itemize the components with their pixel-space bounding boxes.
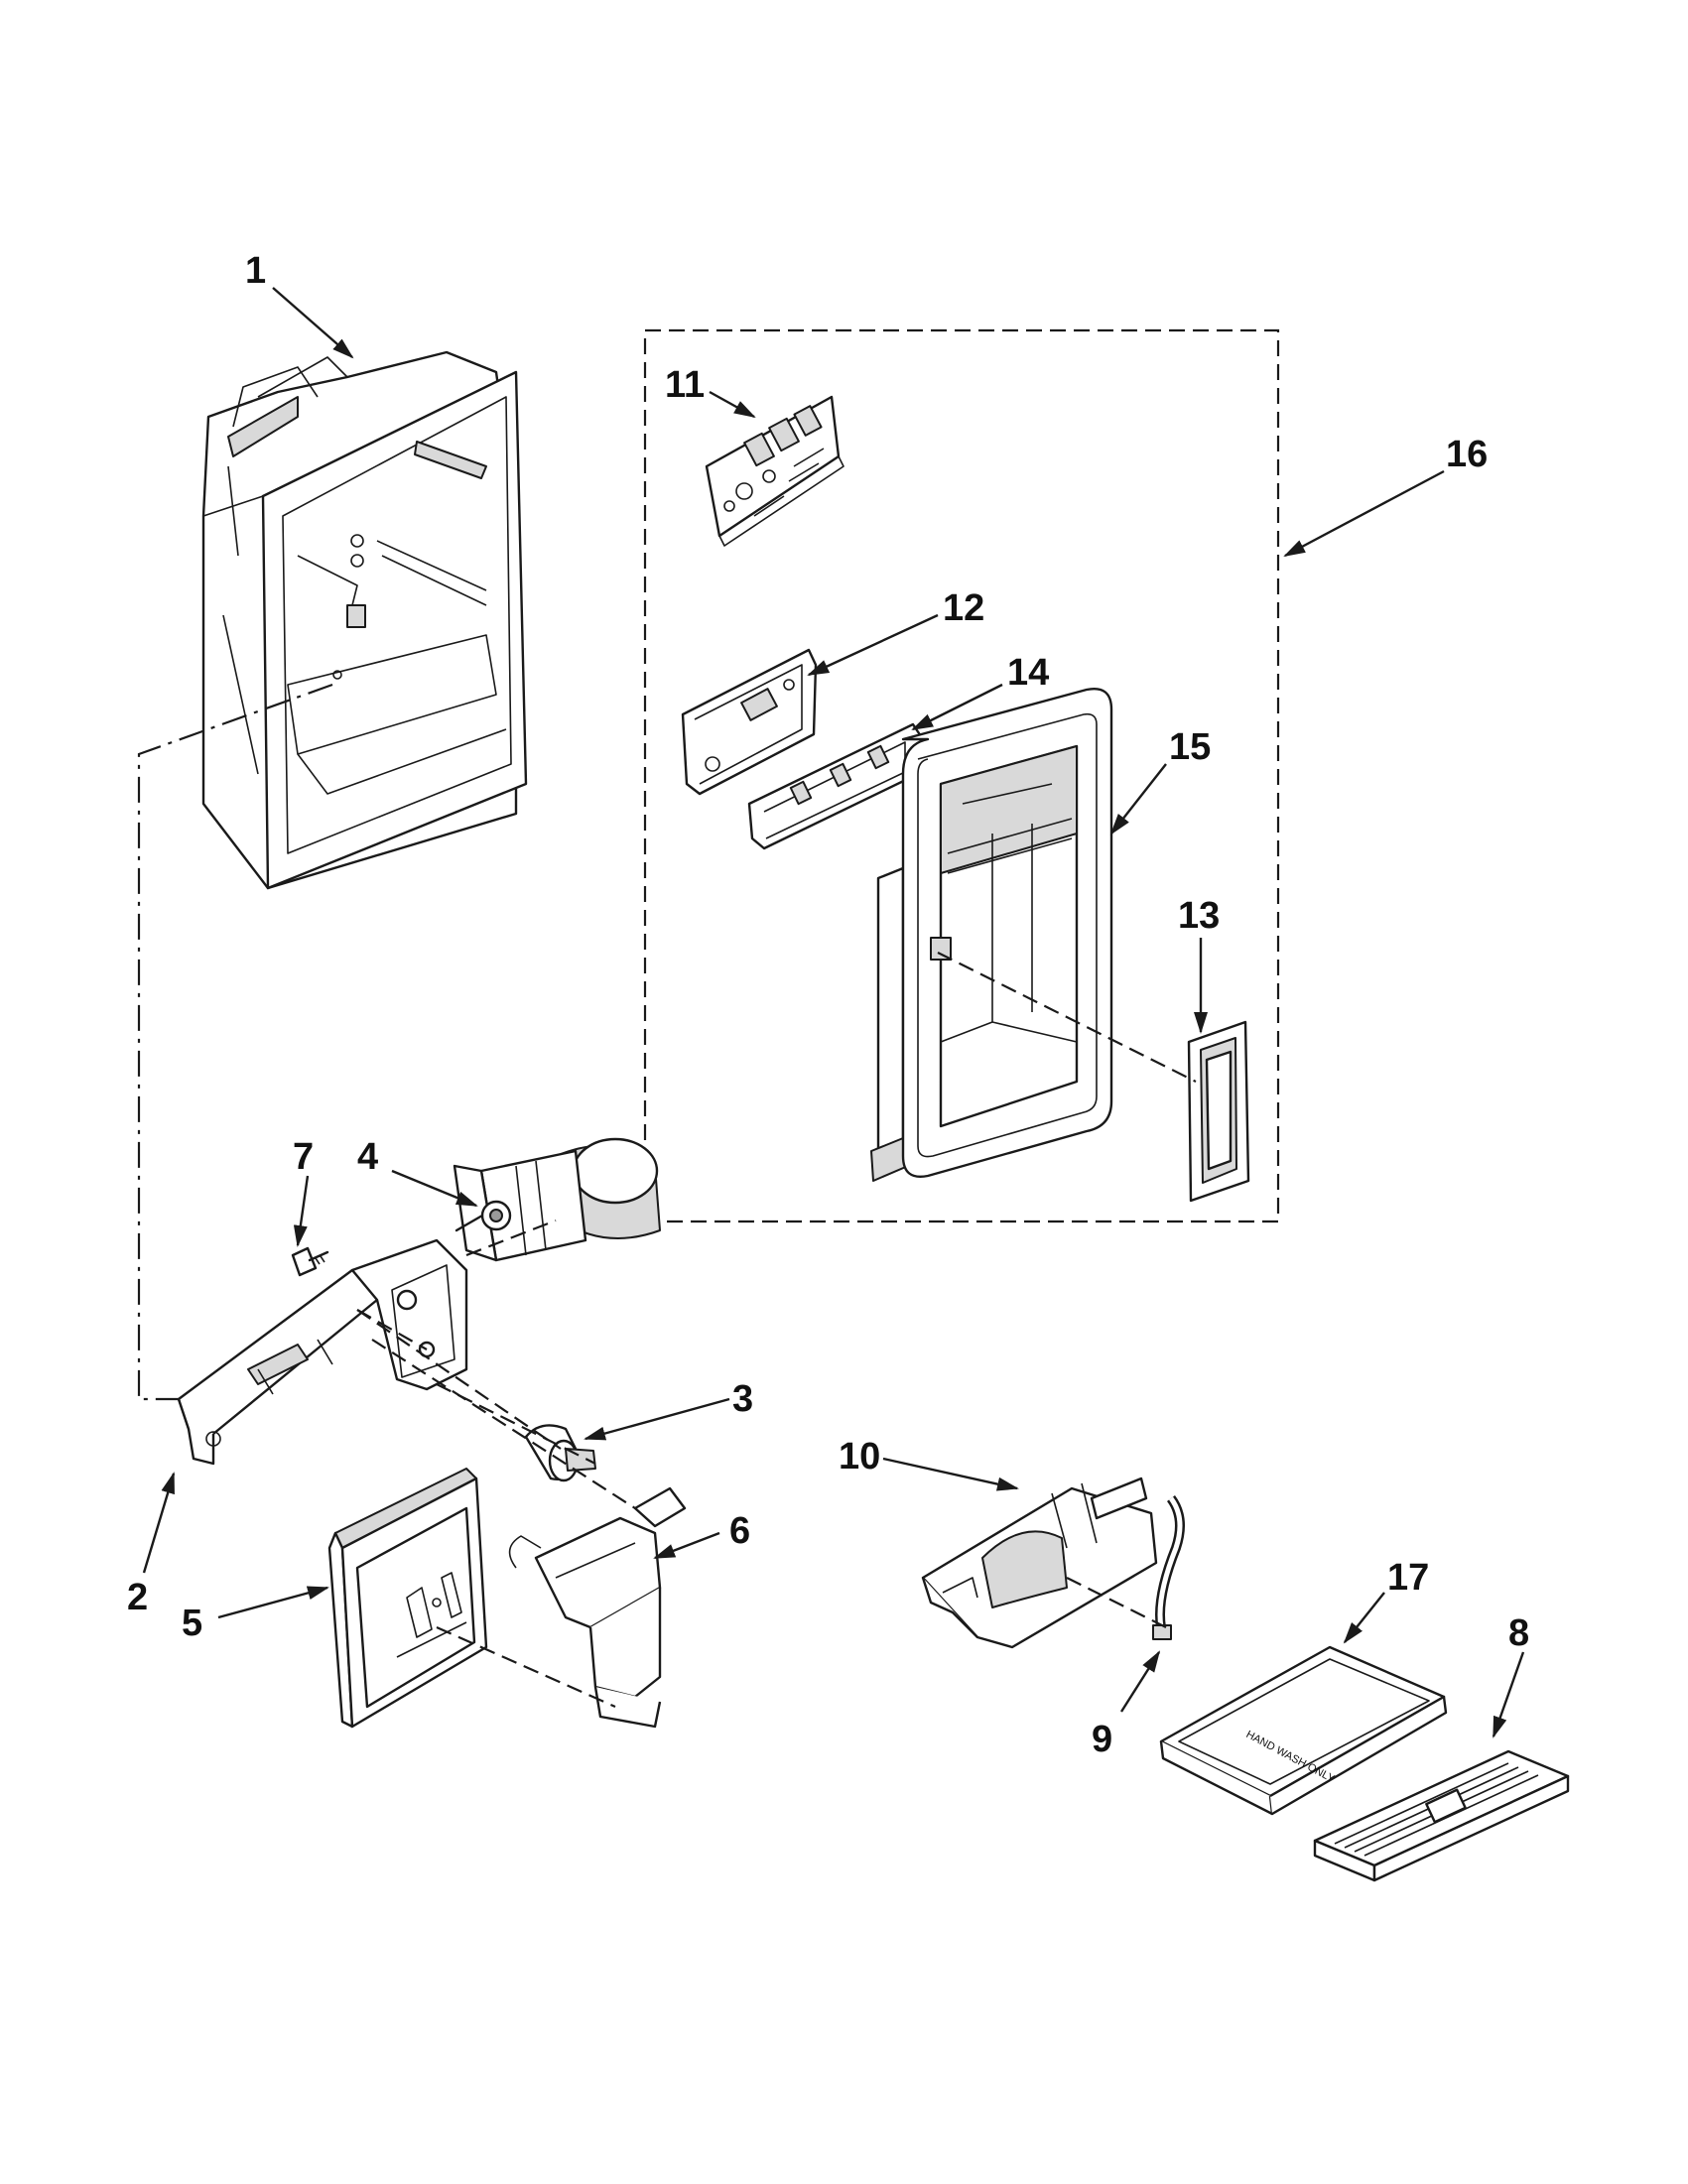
part-8-drip-grille <box>1313 1749 1570 1882</box>
part-12-bracket <box>681 648 818 796</box>
leader-6-arrowhead-icon <box>653 1531 720 1560</box>
part-4-motor <box>453 1137 661 1262</box>
callout-10: 10 <box>839 1436 880 1477</box>
callout-7: 7 <box>293 1136 314 1178</box>
callout-6: 6 <box>729 1510 750 1552</box>
leader-12-arrowhead-icon <box>807 613 939 677</box>
callout-3: 3 <box>732 1378 753 1420</box>
leader-1-arrowhead-icon <box>272 287 354 359</box>
callout-17: 17 <box>1387 1557 1429 1599</box>
callout-5: 5 <box>182 1603 202 1644</box>
callout-9: 9 <box>1092 1719 1112 1760</box>
part-6-dispenser-arm <box>508 1486 687 1729</box>
callout-13: 13 <box>1178 895 1220 937</box>
leader-17-arrowhead-icon <box>1343 1592 1385 1644</box>
leader-10-arrowhead-icon <box>882 1457 1019 1491</box>
callout-12: 12 <box>943 587 984 629</box>
callout-4: 4 <box>357 1136 378 1178</box>
part-15-dispenser-frame <box>870 688 1113 1182</box>
leader-16-arrowhead-icon <box>1283 469 1445 558</box>
callout-11: 11 <box>665 364 705 406</box>
part-2-mount-bracket <box>177 1238 468 1466</box>
callout-15: 15 <box>1169 726 1211 768</box>
part-11-control-board <box>705 395 844 547</box>
leader-14-arrowhead-icon <box>911 683 1003 731</box>
leader-11-arrowhead-icon <box>709 390 756 419</box>
leader-4-arrowhead-icon <box>391 1169 478 1208</box>
part-5-dispenser-cover <box>327 1468 488 1729</box>
leader-5-arrowhead-icon <box>217 1586 329 1619</box>
part-7-screw <box>291 1246 329 1277</box>
callout-numbers: 1 2 3 4 5 6 7 8 9 10 11 12 13 14 15 16 1… <box>127 250 1529 1760</box>
part-9-water-tube <box>1152 1495 1185 1640</box>
leader-15-arrowhead-icon <box>1109 763 1167 835</box>
callout-16: 16 <box>1446 434 1488 475</box>
connection-lines <box>137 683 1197 1709</box>
callout-8: 8 <box>1508 1612 1529 1654</box>
leader-arrows <box>142 287 1525 1738</box>
part-13-trim-piece <box>1187 1020 1250 1203</box>
leader-9-arrowhead-icon <box>1119 1650 1161 1713</box>
part-3-actuator <box>524 1424 596 1482</box>
leader-7-arrowhead-icon <box>293 1175 310 1247</box>
leader-8-arrowhead-icon <box>1492 1651 1525 1738</box>
part-10-ice-chute <box>921 1477 1158 1649</box>
leader-3-arrowhead-icon <box>584 1397 730 1441</box>
callout-2: 2 <box>127 1577 148 1618</box>
part-1-dispenser-housing <box>201 350 528 890</box>
callout-1: 1 <box>245 250 266 292</box>
callout-14: 14 <box>1007 652 1049 694</box>
part-16-kit-boundary <box>643 328 1280 1223</box>
leader-2-arrowhead-icon <box>142 1472 176 1574</box>
part-17-drip-tray: HAND WASH ONLY <box>1159 1645 1448 1816</box>
